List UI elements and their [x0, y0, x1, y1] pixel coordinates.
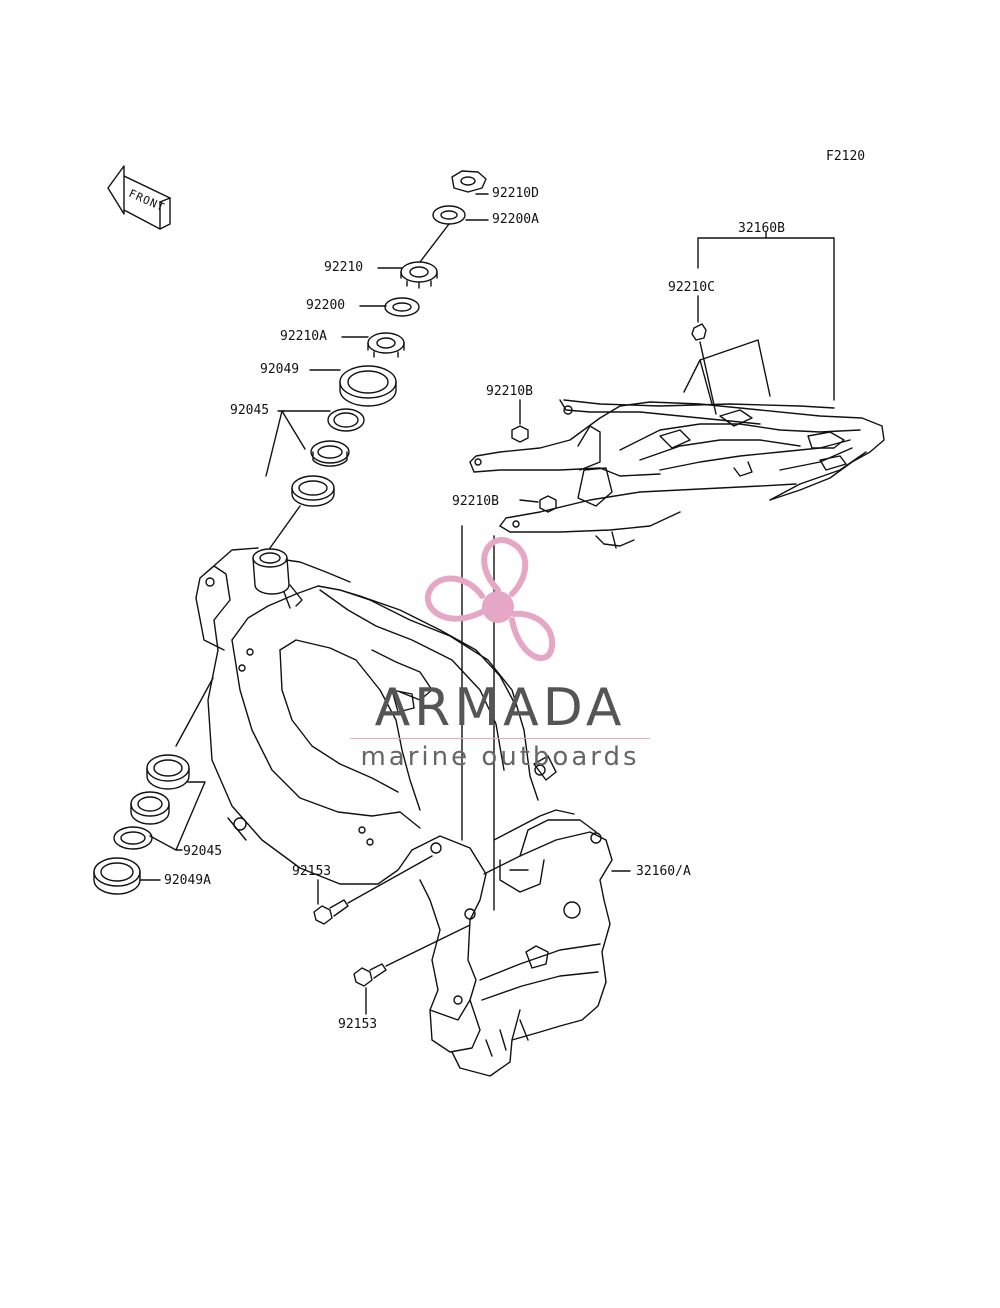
nut-92210c [691, 323, 707, 341]
label-92045-top: 92045 [230, 403, 270, 418]
nut-92210a [367, 332, 405, 354]
front-arrow-icon: FRONT [107, 165, 171, 230]
label-92045-bottom: 92045 [183, 844, 223, 859]
bolt-92153-upper [313, 855, 433, 925]
nut-92210b-lower [539, 495, 557, 513]
nut-92210b-upper [511, 425, 529, 443]
bearing-92045-bottom [130, 791, 170, 817]
lower-bearing-parts [93, 677, 214, 895]
bearing-92045-top [310, 440, 350, 464]
washer-92200a [432, 205, 466, 225]
label-92210a: 92210A [280, 329, 327, 344]
armada-logo-icon [425, 537, 556, 661]
race-92045-bottom-lower [113, 826, 153, 850]
washer-92200 [384, 297, 420, 317]
watermark-tagline: marine outboards [360, 742, 640, 772]
label-leaders [139, 193, 631, 1015]
label-92210c: 92210C [668, 280, 715, 295]
sub-frame-32160b [461, 231, 885, 911]
main-frame-32160a [195, 547, 613, 1077]
diagram-code: F2120 [826, 149, 866, 164]
front-label: FRONT [127, 187, 167, 214]
label-32160a: 32160/A [636, 864, 691, 879]
label-92049a: 92049A [164, 873, 211, 888]
label-32160b: 32160B [738, 221, 785, 236]
watermark-brand: ARMADA [374, 678, 626, 738]
nut-92210 [400, 261, 438, 283]
steering-stem-parts [265, 170, 487, 549]
label-92210d: 92210D [492, 186, 539, 201]
label-92200a: 92200A [492, 212, 539, 227]
label-92210: 92210 [324, 260, 364, 275]
label-92210b-lower: 92210B [452, 494, 499, 509]
race-92045-top [327, 408, 365, 432]
label-92200: 92200 [306, 298, 346, 313]
label-92210b-upper: 92210B [486, 384, 533, 399]
label-92049: 92049 [260, 362, 300, 377]
label-92153-upper: 92153 [292, 864, 332, 879]
label-92153-lower: 92153 [338, 1017, 378, 1032]
nut-92210d [451, 170, 487, 193]
bolt-92153-lower [353, 924, 471, 987]
watermark-divider [350, 738, 650, 739]
